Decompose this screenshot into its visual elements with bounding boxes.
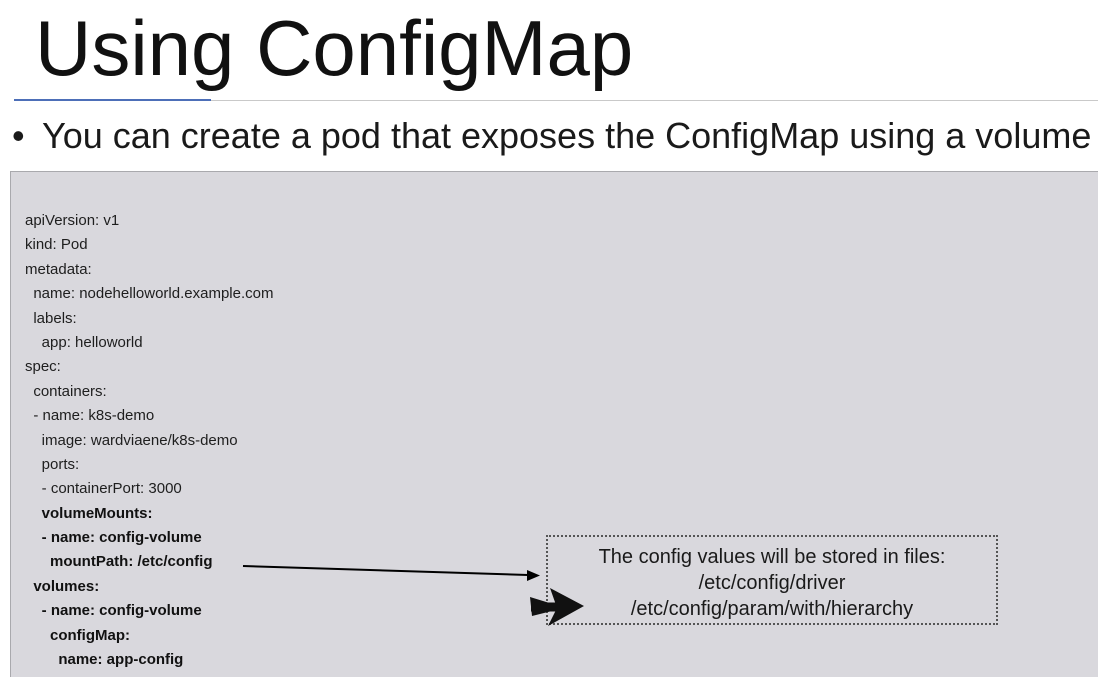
note-line-1: The config values will be stored in file… [598, 546, 946, 568]
code-line: - name: config-volume [25, 602, 202, 620]
code-line: - name: config-volume [25, 529, 202, 547]
bullet-point: • You can create a pod that exposes the C… [6, 114, 1091, 158]
code-line: name: nodehelloworld.example.com [25, 285, 274, 303]
code-line: labels: [25, 309, 77, 327]
code-block: apiVersion: v1 kind: Pod metadata: name: n… [25, 209, 273, 672]
code-line: image: wardviaene/k8s-demo [25, 431, 238, 449]
slide-title: Using ConfigMap [35, 4, 634, 92]
title-accent-rule [14, 99, 211, 101]
code-line: - containerPort: 3000 [25, 480, 182, 498]
code-line: configMap: [25, 626, 130, 644]
code-line: app: helloworld [25, 333, 143, 351]
code-line: ports: [25, 455, 80, 473]
note-line-2: /etc/config/driver [698, 572, 846, 594]
code-line: metadata: [25, 260, 92, 278]
bullet-text: You can create a pod that exposes the Co… [42, 115, 1092, 156]
code-line: apiVersion: v1 [25, 212, 120, 229]
code-line: kind: Pod [25, 236, 88, 254]
code-line: name: app-config [25, 651, 184, 669]
code-line: containers: [25, 382, 107, 400]
bullet-dot-icon: • [12, 115, 25, 156]
code-line: volumes: [25, 577, 100, 595]
note-line-3: /etc/config/param/with/hierarchy [630, 598, 914, 620]
code-line: volumeMounts: [25, 504, 153, 522]
code-line: spec: [25, 358, 61, 376]
code-line: mountPath: /etc/config [25, 553, 213, 571]
title-divider [14, 100, 1098, 101]
code-line: - name: k8s-demo [25, 407, 155, 425]
note-box: The config values will be stored in file… [546, 535, 998, 625]
